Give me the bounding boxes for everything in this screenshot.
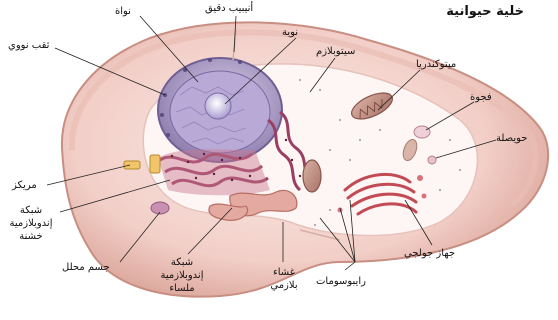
label-rough-er-line1: شبكة <box>2 204 60 217</box>
vacuole <box>414 126 430 138</box>
rough-er-fill <box>158 149 270 195</box>
label-microtubule: أنيبيب دقيق <box>205 3 253 15</box>
label-rough-er-line3: خشنة <box>2 230 60 243</box>
label-ribosomes: رايبوسومات <box>316 276 366 288</box>
label-centriole: مريكز <box>12 180 37 192</box>
label-cell-membrane-line2: بلازمي <box>256 279 312 292</box>
label-nucleolus: نوية <box>282 27 298 39</box>
label-smooth-er-line1: شبكة <box>150 256 214 269</box>
label-smooth-er-line2: إندوبلازمية <box>150 269 214 282</box>
label-smooth-er-line3: ملساء <box>150 282 214 295</box>
nucleolus <box>205 93 231 119</box>
label-lysosome: جسم محلل <box>62 262 110 274</box>
label-nuclear-pore: ثقب نووي <box>8 40 49 52</box>
label-golgi: جهاز جولجي <box>404 248 455 260</box>
label-vesicle: حويصلة <box>496 133 527 145</box>
label-smooth-er: شبكة إندوبلازمية ملساء <box>150 256 214 295</box>
label-rough-er-line2: إندوبلازمية <box>2 217 60 230</box>
vesicle <box>428 156 436 164</box>
label-nucleus: نواة <box>115 6 131 18</box>
label-rough-er: شبكة إندوبلازمية خشنة <box>2 204 60 243</box>
diagram-title: خلية حيوانية <box>400 4 524 19</box>
label-cell-membrane: غشاء بلازمي <box>256 266 312 292</box>
label-vacuole: فجوة <box>470 92 492 104</box>
label-mitochondria: ميتوكندريا <box>416 59 456 71</box>
label-cytoplasm: سيتوبلازم <box>316 46 355 58</box>
label-cell-membrane-line1: غشاء <box>256 266 312 279</box>
